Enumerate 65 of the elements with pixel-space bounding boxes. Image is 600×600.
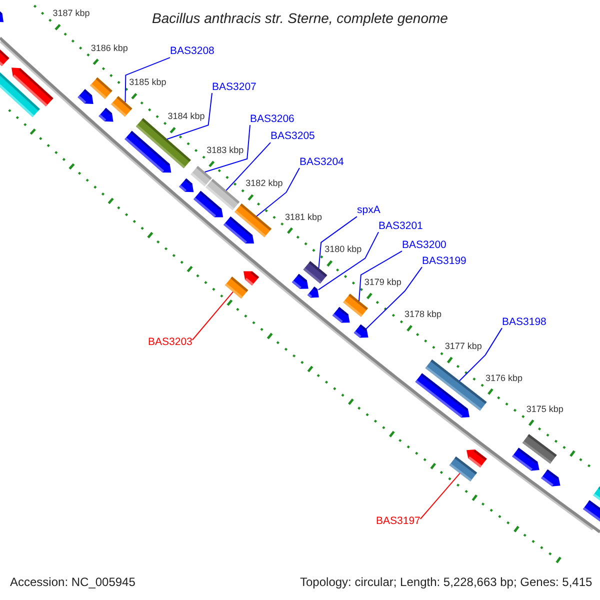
tick-label: 3185 kbp (129, 78, 166, 88)
gene-label: BAS3198 (502, 316, 546, 328)
gene-bar (90, 77, 112, 99)
gene-block (224, 216, 254, 244)
tick-label: 3187 kbp (52, 9, 90, 20)
gene-label: BAS3207 (212, 82, 256, 94)
tick-label: 3182 kbp (246, 179, 283, 190)
gene-block (512, 448, 540, 471)
gene-block (292, 274, 308, 289)
gene-block (583, 500, 600, 522)
gene-block (124, 130, 172, 173)
tick-label: 3175 kbp (526, 404, 564, 415)
gene-block (98, 108, 114, 122)
map-title: Bacillus anthracis str. Sterne, complete genome (152, 11, 448, 26)
tick-label: 3186 kbp (90, 44, 128, 54)
tick-label: 3183 kbp (206, 146, 244, 156)
gene-block (0, 11, 4, 22)
tick-label: 3178 kbp (404, 310, 442, 320)
gene-bar (593, 486, 600, 500)
gene-label: BAS3208 (170, 46, 214, 58)
leader-line (318, 232, 379, 290)
gene-bar (303, 261, 328, 284)
accession-text: Accession: NC_005945 (10, 576, 136, 589)
tick-label: 3179 kbp (364, 278, 402, 288)
leader-line (318, 216, 358, 269)
gene-label: BAS3206 (250, 114, 294, 126)
gene-label: BAS3205 (270, 131, 315, 143)
gene-block (354, 324, 368, 338)
gene-label: BAS3200 (402, 240, 446, 252)
leader-line (204, 124, 250, 173)
gene-block (332, 306, 350, 323)
leader-line (458, 328, 502, 382)
gene-bar (225, 276, 248, 299)
leader-line (366, 266, 422, 330)
gene-bar (110, 96, 132, 117)
gene-block (0, 50, 10, 66)
gene-block (194, 190, 224, 218)
tick-label: 3184 kbp (168, 112, 205, 122)
gene-block (78, 89, 94, 104)
gene-label: BAS3203 (148, 337, 192, 349)
leader-line (192, 291, 234, 340)
gene-block (541, 469, 560, 486)
tick-label: 3180 kbp (324, 245, 362, 256)
gene-bar (190, 166, 212, 186)
gene-bar (343, 294, 368, 317)
gene-block (244, 271, 260, 286)
leader-line (166, 92, 212, 140)
tick-label: 3176 kbp (485, 374, 522, 384)
tick-label: 3177 kbp (444, 342, 482, 352)
gene-label: BAS3199 (422, 256, 466, 268)
gene-block (179, 178, 194, 192)
gene-block (307, 286, 319, 298)
leader-line (256, 168, 300, 217)
gene-label: BAS3197 (376, 516, 420, 528)
gene-block (12, 68, 54, 106)
gene-block (466, 450, 487, 468)
gene-label: spxA (357, 205, 380, 217)
leader-line (358, 250, 402, 302)
gene-block (415, 373, 470, 418)
leader-line (226, 142, 271, 191)
gene-label: BAS3201 (378, 220, 423, 232)
leader-line (124, 57, 170, 103)
genome-stats-text: Topology: circular; Length: 5,228,663 bp; Genes: 5,415 (300, 576, 592, 589)
tick-label: 3181 kbp (285, 212, 322, 222)
gene-label: BAS3204 (300, 156, 344, 168)
